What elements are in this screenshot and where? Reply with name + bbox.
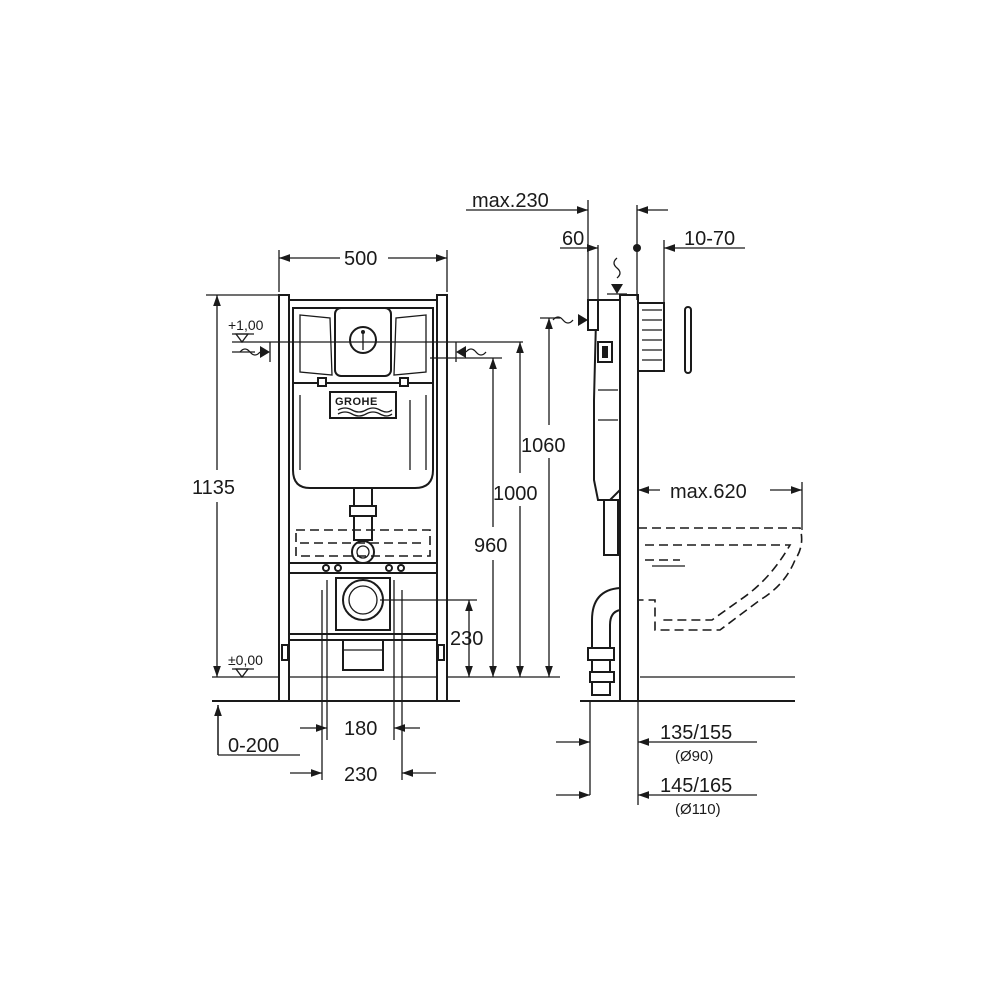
wc-pan-outline	[295, 529, 431, 557]
side-view: max.230 60 10-70 max.620 135/155 (Ø90) 1…	[466, 190, 803, 818]
cistern-panel-right	[393, 314, 427, 376]
water-inlet-icon	[552, 310, 589, 330]
dim-dia-90: (Ø90)	[675, 748, 713, 765]
side-plate-mount	[637, 302, 665, 372]
water-inlet-icon	[455, 342, 487, 362]
frame-right-post	[426, 294, 456, 702]
dim-offset-0-200: 0-200	[228, 735, 279, 757]
water-inlet-icon	[232, 342, 271, 362]
dim-dia-110: (Ø110)	[675, 801, 721, 818]
svg-text:GROHE: GROHE	[335, 396, 378, 408]
level-marker-icon	[232, 668, 254, 679]
dim-height-1060: 1060	[521, 435, 566, 457]
waste-pipe	[342, 639, 384, 671]
dim-135-155: 135/155	[660, 722, 732, 744]
dim-height-230: 230	[450, 628, 483, 650]
dim-max-230: max.230	[472, 190, 549, 212]
dim-10-70: 10-70	[684, 228, 735, 250]
front-view: GROHE	[192, 248, 566, 786]
dim-max-620: max.620	[670, 481, 747, 503]
cistern-panel-left	[299, 314, 333, 376]
level-marker-icon	[232, 333, 254, 344]
level-bottom-label: ±0,00	[228, 652, 263, 668]
dim-145-165: 145/165	[660, 775, 732, 797]
pipe-coupling	[351, 540, 375, 564]
dim-spacing-180: 180	[344, 718, 377, 740]
side-wc-pan	[638, 527, 803, 631]
dim-height-1135: 1135	[192, 477, 235, 499]
dim-spacing-230: 230	[344, 764, 377, 786]
dim-height-1000: 1000	[493, 483, 538, 505]
dim-width-500: 500	[344, 248, 377, 270]
side-flush-plate	[684, 306, 692, 374]
water-inlet-icon	[607, 257, 627, 295]
dim-height-960: 960	[474, 535, 507, 557]
level-top-label: +1,00	[228, 317, 264, 333]
side-drain-elbow	[591, 586, 621, 696]
frame-left-post	[271, 294, 300, 702]
brand-logo: GROHE	[329, 391, 397, 419]
side-frame-post	[619, 294, 639, 702]
dim-60: 60	[562, 228, 584, 250]
frame-crossbar	[288, 562, 438, 574]
centre-point	[633, 244, 641, 252]
